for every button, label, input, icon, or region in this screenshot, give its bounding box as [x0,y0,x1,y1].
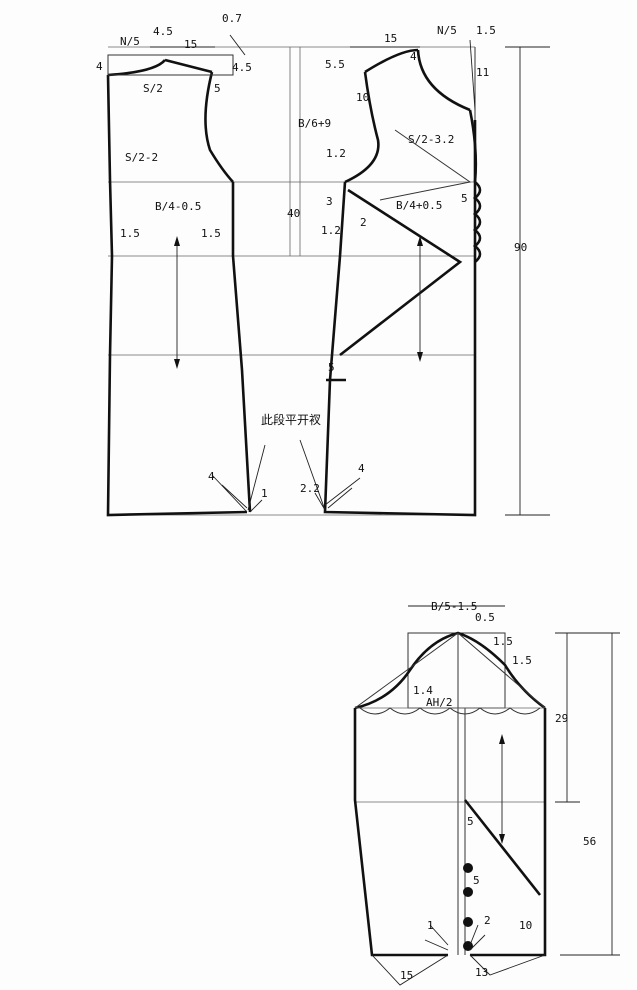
label-4-hem-right: 4 [358,462,365,475]
back-yoke-box [107,54,234,76]
front-diagonal-opening [339,188,463,357]
sleeve-button-3 [463,917,473,927]
label-1-4: 1.4 [413,684,433,697]
label-90: 90 [514,241,527,254]
label-1-5-cap-a: 1.5 [493,635,513,648]
label-5-waist: 5 [328,361,335,374]
sleeve-dim-56 [560,632,620,956]
back-outline-side-hem [106,74,248,517]
label-10: 10 [356,91,369,104]
cuff-leaders-left [371,924,449,986]
label-56: 56 [583,835,596,848]
placket-scallops [472,180,482,264]
length-dimension [505,46,550,516]
sleeve-button-1 [463,863,473,873]
label-ah2: AH/2 [426,696,453,709]
front-placket-curve [468,109,478,183]
label-5-front: 5 [461,192,468,205]
label-15-left: 15 [184,38,197,51]
cuff-leaders-right [469,924,546,976]
front-dart-lines [379,129,472,201]
label-0-5: 0.5 [475,611,495,624]
label-s2-3-2: S/2-3.2 [408,133,454,146]
label-5-armhole-back: 5 [214,82,221,95]
sleeve-diagonal-cuff [463,799,542,896]
label-13-sleeve: 13 [475,966,488,979]
back-neckline [107,59,166,77]
label-1-5-cap-b: 1.5 [512,654,532,667]
back-armhole [204,71,234,183]
label-1-sleeve: 1 [427,919,434,932]
label-5-sleeve-a: 5 [467,815,474,828]
front-armhole [344,71,380,184]
label-b6-9: B/6+9 [298,117,331,130]
front-neckline [416,49,471,112]
label-2-sleeve: 2 [484,914,491,927]
front-side-hem [323,120,477,517]
label-4-5-top-left: 4.5 [153,25,173,38]
hem-leaders-left [211,444,266,513]
sleeve-draft [353,605,620,986]
front-shoulder [364,48,419,74]
label-4-hem-left: 4 [208,470,215,483]
hem-leaders-right [299,439,361,511]
label-slit-note: 此段平开衩 [261,412,321,427]
leader-11 [469,39,476,111]
label-15-right: 15 [384,32,397,45]
back-shoulder-line [164,58,213,74]
label-40: 40 [287,207,300,220]
bodice-draft [106,34,550,517]
label-1-hem: 1 [261,487,268,500]
label-s2: S/2 [143,82,163,95]
sleeve-button-4 [463,941,473,951]
label-10-sleeve: 10 [519,919,532,932]
label-2-2: 2.2 [300,482,320,495]
label-1-5-left: 1.5 [120,227,140,240]
label-29: 29 [555,712,568,725]
label-11: 11 [476,66,489,79]
label-5-sleeve-b: 5 [473,874,480,887]
label-3: 3 [326,195,333,208]
front-grain-arrow [417,236,423,362]
label-1-2-top: 1.2 [326,147,346,160]
sleeve-button-2 [463,887,473,897]
label-1-2-waist: 1.2 [321,224,341,237]
label-n5-right: N/5 [437,24,457,37]
sleeve-left-side [353,708,448,957]
label-4-right: 4 [410,50,417,63]
back-grain-arrow [174,236,180,369]
back-side-seam [231,182,252,513]
label-4-left: 4 [96,60,103,73]
sleeve-grain-arrow [499,734,505,844]
label-b4-plus: B/4+0.5 [396,199,442,212]
leader-0-7 [229,34,246,56]
label-n5-left: N/5 [120,35,140,48]
label-b5-1-5: B/5-1.5 [431,600,477,613]
label-5-5: 5.5 [325,58,345,71]
sleeve-right-side [470,708,547,957]
label-2-front: 2 [360,216,367,229]
label-1-5-right: 1.5 [476,24,496,37]
label-1-5-side: 1.5 [201,227,221,240]
sleeve-scallops [359,707,541,715]
label-15-sleeve: 15 [400,969,413,982]
label-4-5-shoulder: 4.5 [232,61,252,74]
label-0-7: 0.7 [222,12,242,25]
label-s2-2: S/2-2 [125,151,158,164]
label-b4-minus: B/4-0.5 [155,200,201,213]
